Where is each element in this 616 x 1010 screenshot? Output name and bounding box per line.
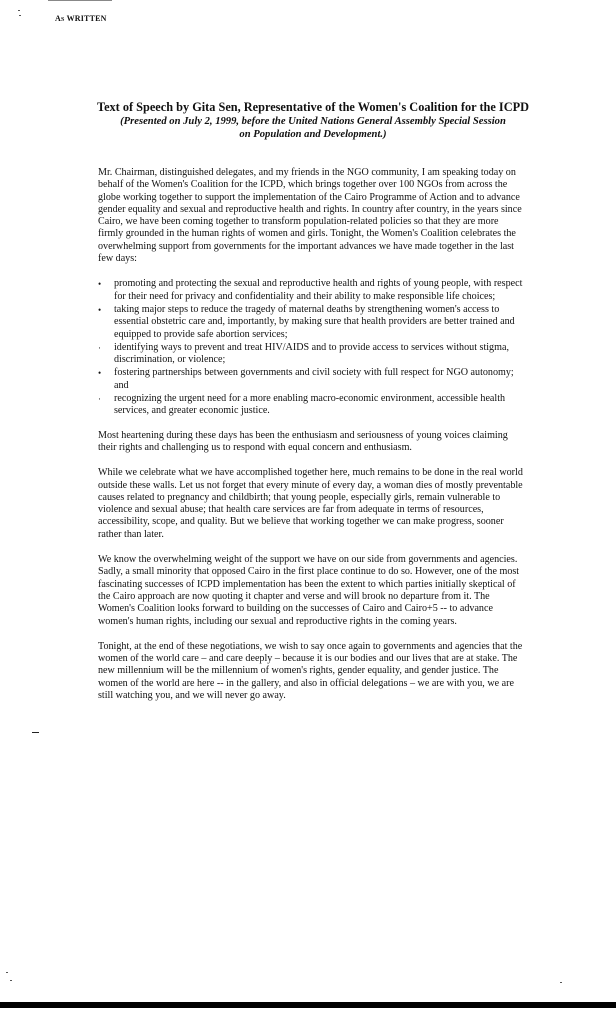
speech-subtitle-line-2: on Population and Development.)	[239, 129, 387, 140]
list-item-text: recognizing the urgent need for a more e…	[114, 393, 506, 417]
intro-paragraph: Mr. Chairman, distinguished delegates, a…	[98, 167, 522, 265]
scan-speck	[10, 980, 12, 981]
achievements-list: • promoting and protecting the sexual an…	[98, 278, 524, 417]
as-written-stamp: As WRITTEN	[55, 14, 107, 23]
list-item: • taking major steps to reduce the trage…	[98, 304, 524, 341]
list-item-text: promoting and protecting the sexual and …	[114, 278, 523, 302]
bullet-icon: ·	[98, 342, 101, 353]
heartening-paragraph: Most heartening during these days has be…	[98, 429, 508, 453]
bullet-icon: ·	[98, 394, 101, 405]
list-item: • promoting and protecting the sexual an…	[98, 278, 524, 303]
list-item: • fostering partnerships between governm…	[98, 367, 524, 392]
bullet-icon: •	[98, 279, 102, 290]
list-item-text: taking major steps to reduce the tragedy…	[114, 303, 515, 340]
top-rule	[48, 0, 112, 1]
speech-subtitle-line-1: (Presented on July 2, 1999, before the U…	[120, 116, 506, 127]
scan-speck	[19, 15, 21, 16]
speech-body: Mr. Chairman, distinguished delegates, a…	[98, 167, 524, 714]
weight-paragraph: We know the overwhelming weight of the s…	[98, 554, 520, 627]
closing-paragraph: Tonight, at the end of these negotiation…	[98, 640, 523, 701]
scan-speck	[18, 10, 20, 11]
list-item-text: fostering partnerships between governmen…	[114, 367, 514, 391]
header: Text of Speech by Gita Sen, Representati…	[90, 100, 536, 141]
bottom-rule	[0, 1002, 616, 1008]
speech-title: Text of Speech by Gita Sen, Representati…	[97, 100, 529, 114]
margin-mark	[32, 732, 39, 733]
bullet-icon: •	[98, 368, 102, 379]
bullet-icon: •	[98, 304, 102, 315]
celebrate-paragraph: While we celebrate what we have accompli…	[98, 467, 523, 540]
list-item: · recognizing the urgent need for a more…	[98, 393, 524, 418]
list-item-text: identifying ways to prevent and treat HI…	[114, 341, 509, 366]
scan-speck	[560, 982, 562, 983]
list-item: · identifying ways to prevent and treat …	[98, 342, 524, 367]
scan-speck	[6, 972, 8, 973]
